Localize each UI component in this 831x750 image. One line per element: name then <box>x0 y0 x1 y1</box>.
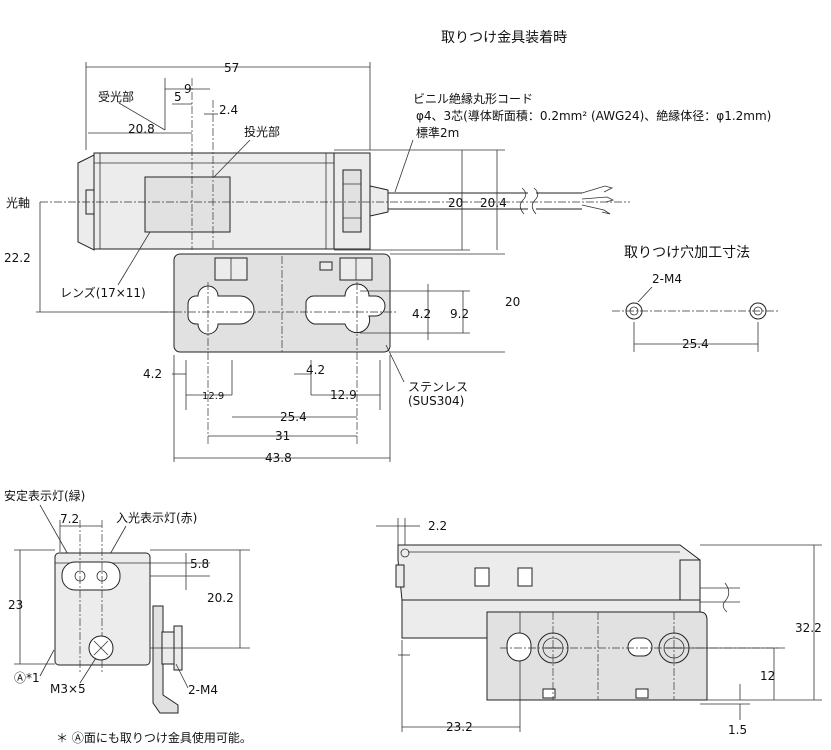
dim-57: 57 <box>224 61 239 75</box>
dim-1-5: 1.5 <box>728 723 747 737</box>
top-bracket-view <box>160 253 398 445</box>
lens-label: レンズ(17×11) <box>60 285 146 300</box>
receiver-label: 受光部 <box>98 89 134 104</box>
side-view: 安定表示灯(緑) 入光表示灯(赤) 7.2 5.8 23 <box>4 488 252 745</box>
dim-12: 12 <box>760 669 775 683</box>
dim-4-2-right: 4.2 <box>306 363 325 377</box>
dim-5: 5 <box>174 90 182 104</box>
dim-25-4: 25.4 <box>280 410 307 424</box>
dim-9-2: 9.2 <box>450 307 469 321</box>
dim-20: 20 <box>448 196 463 210</box>
front-sensor-body <box>397 544 701 601</box>
cable-spec-line3: 標準2m <box>416 125 459 140</box>
dim-2-4: 2.4 <box>219 103 238 117</box>
bracket-slot-right <box>305 283 386 334</box>
bracket-slot-left <box>187 285 255 335</box>
dim-20-8: 20.8 <box>128 122 155 136</box>
side-bracket <box>152 605 179 714</box>
led-window <box>61 561 121 591</box>
m3-label: M3×5 <box>50 682 86 696</box>
dim-22-2: 22.2 <box>4 251 31 265</box>
dim-20-2: 20.2 <box>207 591 234 605</box>
face-a-label: Ⓐ*1 <box>14 671 40 685</box>
cable-spec-line1: ビニル絶縁丸形コード <box>413 91 533 106</box>
dim-4-2-slot: 4.2 <box>412 307 431 321</box>
hole-dims-title: 取りつけ穴加工寸法 <box>624 245 750 261</box>
light-led-label: 入光表示灯(赤) <box>116 511 197 525</box>
dim-7-2: 7.2 <box>60 512 79 526</box>
front-bracket <box>486 611 708 701</box>
dim-23: 23 <box>8 598 23 612</box>
stainless-label: ステンレス <box>408 380 468 394</box>
cable-spec-line2: φ4、3芯(導体断面積：0.2mm² (AWG24)、絶縁体径：φ1.2mm) <box>416 108 771 123</box>
dim-43-8: 43.8 <box>265 451 292 465</box>
footnote: ＊ Ⓐ面にも取りつけ金具使用可能。 <box>56 730 252 745</box>
dim-23-2: 23.2 <box>446 720 473 734</box>
stainless-material: (SUS304) <box>408 394 464 408</box>
hole-callout: 2-M4 <box>652 272 682 286</box>
dim-2-2: 2.2 <box>428 519 447 533</box>
cable-nut <box>342 169 362 233</box>
mounting-title: 取りつけ金具装着時 <box>441 30 567 46</box>
cable-boot <box>369 185 389 217</box>
top-dimensions: 57 9 5 2.4 20.8 受光部 投光部 光軸 レンズ(17×11) 22… <box>4 61 771 465</box>
dim-9: 9 <box>184 82 192 96</box>
lens-window <box>144 176 231 233</box>
stability-led-label: 安定表示灯(緑) <box>4 488 85 503</box>
dim-12-9-right: 12.9 <box>330 388 357 402</box>
hole-dimensions-view: 取りつけ穴加工寸法 2-M4 25.4 <box>612 245 780 352</box>
dim-31: 31 <box>275 429 290 443</box>
emitter-label: 投光部 <box>244 124 280 139</box>
dim-12-9-left: 12.9 <box>202 391 224 402</box>
hole-dim-25-4: 25.4 <box>682 337 709 351</box>
dim-5-8: 5.8 <box>190 557 209 571</box>
dim-20-4: 20.4 <box>480 196 507 210</box>
top-sensor-view <box>40 78 630 251</box>
dim-4-2-left: 4.2 <box>143 367 162 381</box>
dim-20-bracket: 20 <box>505 295 520 309</box>
m4-label: 2-M4 <box>188 683 218 697</box>
front-view: 2.2 32.2 12 1.5 23.2 <box>376 518 822 737</box>
optical-axis-label: 光軸 <box>6 196 30 210</box>
dim-32-2: 32.2 <box>795 621 822 635</box>
